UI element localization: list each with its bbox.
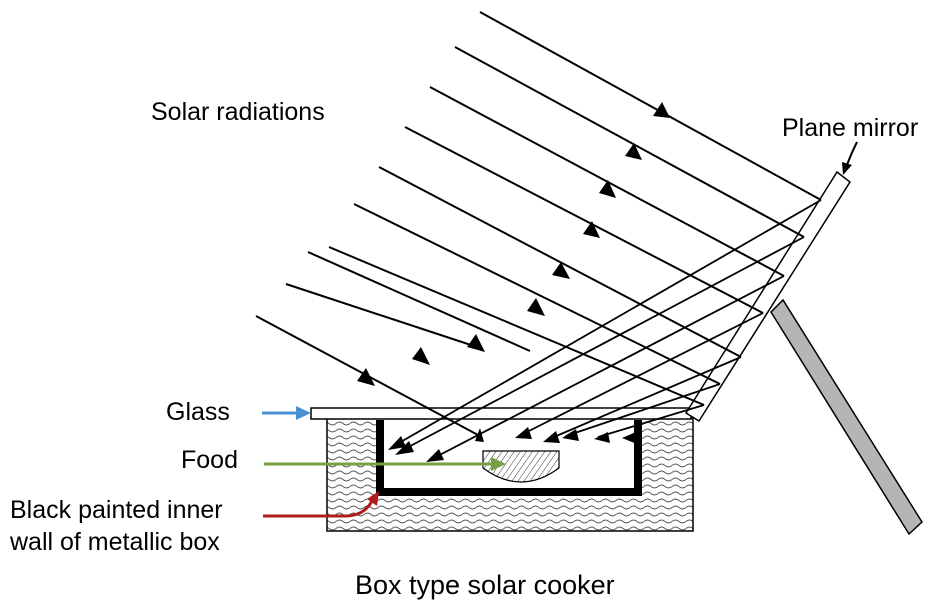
ray-arrowhead (515, 427, 532, 439)
label-inner-wall-line2: wall of metallic box (10, 528, 220, 556)
ray-arrowhead (594, 432, 610, 443)
ray-arrowhead (562, 429, 579, 441)
plane-mirror (684, 170, 851, 423)
mirror-support-rod (770, 298, 923, 536)
ray-arrowhead (653, 102, 670, 118)
ray-arrowhead (395, 441, 414, 455)
food-container (482, 450, 560, 483)
diagram-caption: Box type solar cooker (355, 570, 615, 600)
ray-arrowhead (467, 334, 485, 352)
reflected-ray-arrowheads (388, 427, 637, 462)
glass-pointer-arrow (262, 406, 311, 420)
ray-arrowhead (357, 368, 375, 386)
ray-arrowhead (622, 432, 637, 444)
ray-arrowhead (527, 298, 545, 316)
ray-arrowhead (625, 143, 642, 160)
ray-arrowhead (543, 431, 560, 443)
food-pointer-arrow (264, 457, 506, 471)
ray-arrowhead (599, 180, 616, 198)
ray-arrowhead (412, 347, 430, 365)
incident-ray-arrowheads (357, 102, 670, 386)
ray-arrowhead (426, 449, 444, 462)
label-plane-mirror: Plane mirror (782, 114, 919, 142)
label-glass: Glass (166, 398, 230, 426)
ray-arrowhead (475, 428, 484, 442)
ray-arrowhead (552, 262, 570, 279)
label-inner-wall-line1: Black painted inner (10, 496, 223, 524)
incident-rays (255, 11, 822, 436)
ray-arrowhead (388, 436, 406, 450)
inner-wall-pointer-arrow (263, 491, 379, 518)
label-food: Food (181, 446, 238, 474)
mirror-callout-arrow (842, 141, 858, 175)
ray-arrowhead (583, 221, 600, 238)
reflected-rays (391, 199, 822, 461)
label-solar-radiations: Solar radiations (151, 98, 325, 126)
